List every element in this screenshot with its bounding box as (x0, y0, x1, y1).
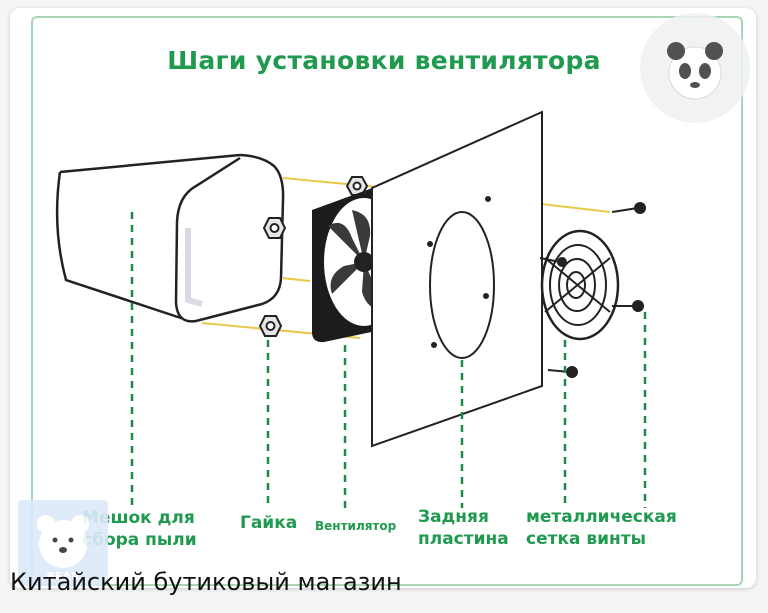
nut-bottom (258, 315, 283, 337)
nut-middle (262, 217, 287, 239)
label-nut: Гайка (240, 513, 298, 533)
panda-avatar-watermark (640, 13, 750, 123)
label-back-plate-line1: Задняя (418, 507, 489, 527)
screw-right (612, 300, 644, 312)
card-border (31, 16, 743, 586)
svg-text:BEAR: BEAR (47, 570, 80, 583)
page-title: Шаги установки вентилятора (167, 46, 601, 75)
label-grill-line1: металлическая (526, 507, 677, 527)
screw-left (539, 257, 567, 267)
label-dust-bag-line1: Мешок для (82, 508, 195, 528)
dust-bag (55, 153, 285, 323)
nut-top (345, 176, 369, 196)
store-name-watermark: Китайский бутиковый магазин (10, 568, 402, 596)
label-back-plate-line2: пластина (418, 529, 509, 549)
screw-top-right (611, 202, 646, 214)
metal-grill (540, 229, 620, 341)
label-dust-bag: Мешок для сбора пыли (82, 507, 197, 551)
label-fan: Вентилятор (315, 519, 397, 533)
label-metal-grill-screws: металлическая сетка винты (526, 506, 677, 550)
callout-lines (130, 212, 647, 508)
bear-logo-badge: BEAR (18, 500, 108, 586)
label-grill-line2: сетка винты (526, 529, 647, 549)
screw-bottom (547, 366, 578, 378)
back-plate (371, 110, 543, 448)
label-dust-bag-line2: сбора пыли (82, 530, 197, 550)
label-back-plate: Задняя пластина (418, 506, 509, 550)
